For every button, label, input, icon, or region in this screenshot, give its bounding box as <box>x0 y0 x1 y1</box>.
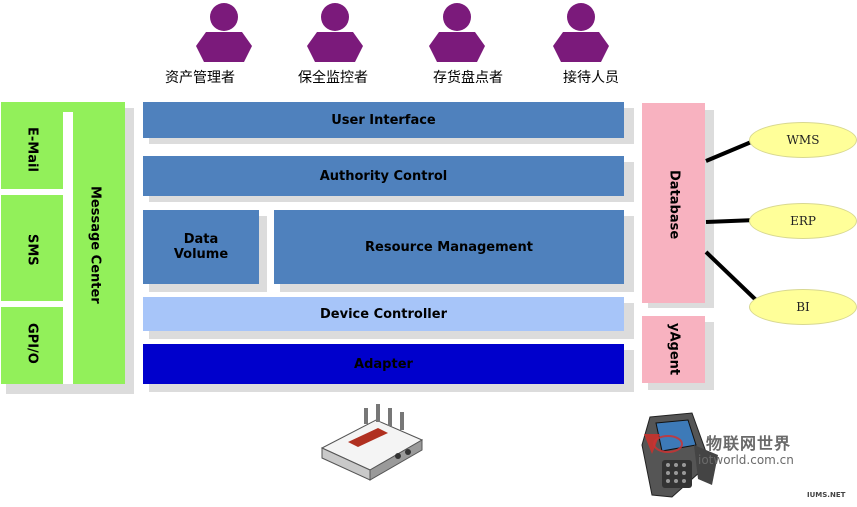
person-icon <box>553 3 609 62</box>
sms-block: SMS <box>24 234 40 266</box>
role-inventory-counter: 存货盘点者 <box>433 70 503 86</box>
person-icon <box>429 3 485 62</box>
resource-management-layer: Resource Management <box>274 210 624 284</box>
email-block: E-Mail <box>24 126 40 172</box>
person-icon <box>307 3 363 62</box>
person-icon <box>196 3 252 62</box>
bi-system: BI <box>749 289 857 325</box>
gpio-block: GPI/O <box>24 322 40 364</box>
role-asset-manager: 资产管理者 <box>165 70 235 86</box>
data-volume-line2: Volume <box>173 247 229 262</box>
database-block <box>642 103 705 303</box>
device-controller-layer: Device Controller <box>143 297 624 331</box>
watermark-logo-icon <box>644 434 683 454</box>
adapter-layer: Adapter <box>143 344 624 384</box>
agent-block <box>642 316 705 383</box>
erp-system: ERP <box>749 203 857 239</box>
rfid-reader-image <box>320 404 424 481</box>
watermark-title: 物联网世界 <box>706 434 792 453</box>
wms-system: WMS <box>749 122 857 158</box>
data-volume-line1: Data <box>183 232 219 247</box>
role-receptionist: 接待人员 <box>563 70 619 86</box>
message-center-block: Message Center <box>87 186 103 304</box>
authority-control-layer: Authority Control <box>143 156 624 196</box>
system-connectors <box>704 138 758 302</box>
user-interface-layer: User Interface <box>143 102 624 138</box>
agent-label: yAgent <box>666 322 682 376</box>
data-volume-layer: Data Volume <box>143 210 259 284</box>
watermark-corner: IUMS.NET <box>807 491 846 499</box>
database-label: Database <box>666 170 682 240</box>
watermark-url: iotworld.com.cn <box>698 453 794 467</box>
role-security-monitor: 保全监控者 <box>298 70 368 86</box>
